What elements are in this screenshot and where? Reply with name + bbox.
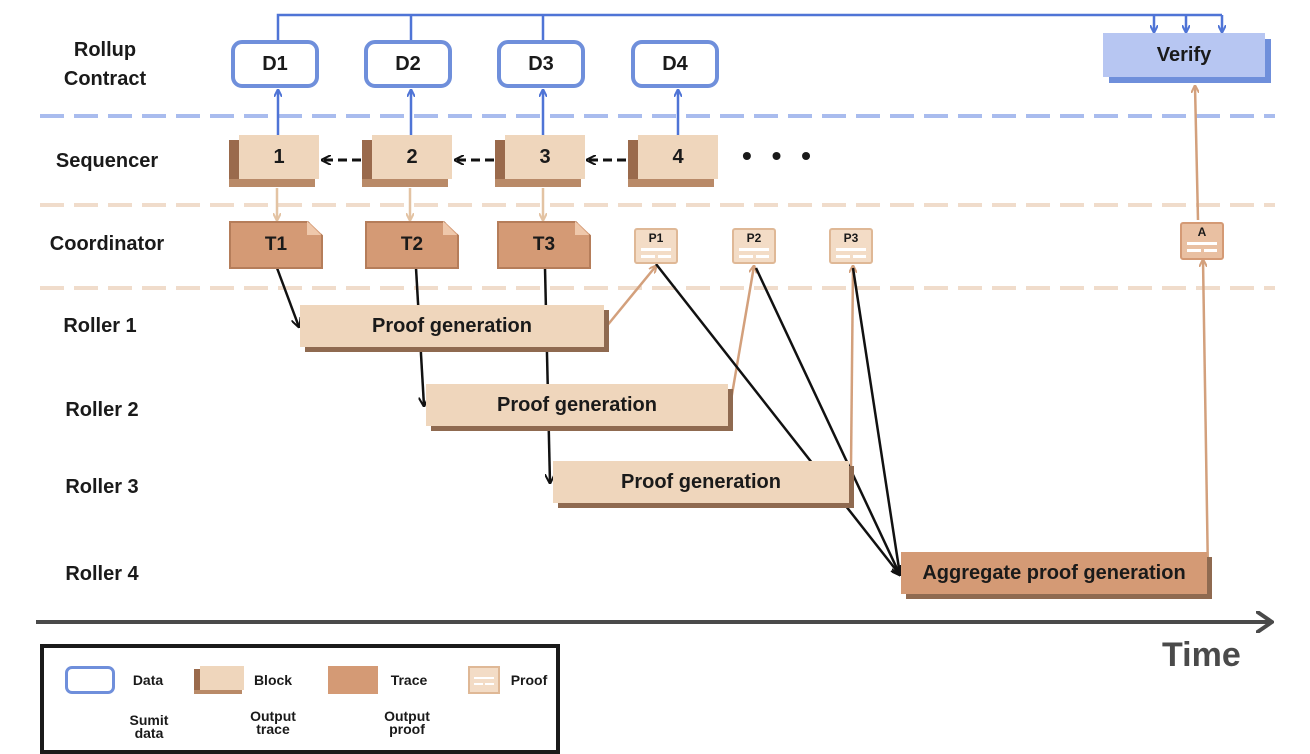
aggregate-arrow-3 [851, 267, 900, 575]
rollup-diagram: Rollup Contract Sequencer Coordinator Ro… [36, 13, 1275, 754]
legend-output-proof-label: Output proof [384, 708, 430, 737]
aggregate-arrow-2 [754, 267, 900, 575]
data-bus [276, 13, 1222, 40]
data-box-d3: D3 [497, 40, 585, 88]
lane-label-coordinator: Coordinator [49, 233, 165, 255]
aggregate-proof-a: A [1180, 222, 1224, 260]
data-box-d2: D2 [364, 40, 452, 88]
block-2: 2 [362, 135, 452, 187]
lane-label-roller4: Roller 4 [65, 563, 139, 585]
legend-trace-swatch [328, 666, 378, 694]
verify-arrow [1195, 86, 1200, 221]
roller1-task: Proof generation [300, 305, 604, 347]
time-axis-label: Time [1162, 636, 1241, 674]
proof-arrow-3 [851, 266, 853, 467]
aggregate-output-arrow [1203, 260, 1210, 576]
lane-label-sequencer: Sequencer [55, 150, 159, 172]
proof-arrow-2 [728, 266, 754, 407]
more-blocks-ellipsis: • • • [742, 140, 817, 171]
block-1: 1 [229, 135, 319, 187]
lane-label-roller1: Roller 1 [63, 315, 137, 337]
legend-trace-label: Trace [390, 672, 428, 688]
legend: Data Block Trace Proof Sumit data Output… [40, 644, 560, 754]
proof-p1: P1 [634, 228, 678, 264]
data-box-d4: D4 [631, 40, 719, 88]
legend-block-swatch [194, 666, 244, 694]
block-3: 3 [495, 135, 585, 187]
legend-data-swatch [65, 666, 115, 694]
lane-label-rollup: Rollup Contract [63, 39, 147, 90]
dispatch-arrow-1 [275, 267, 299, 327]
legend-submit-label: Sumit data [129, 712, 169, 741]
proof-p2: P2 [732, 228, 776, 264]
aggregate-arrow-1 [655, 263, 900, 575]
lane-label-roller3: Roller 3 [65, 476, 139, 498]
lane-label-roller2: Roller 2 [65, 399, 139, 421]
proof-arrow-1 [605, 266, 656, 328]
dispatch-arrow-3 [543, 267, 550, 483]
roller4-task: Aggregate proof generation [901, 552, 1207, 594]
legend-proof-label: Proof [510, 672, 548, 688]
roller2-task: Proof generation [426, 384, 728, 426]
proof-p3: P3 [829, 228, 873, 264]
legend-block-label: Block [253, 672, 293, 688]
verify-box: Verify [1103, 33, 1265, 77]
diagram-connectors [36, 13, 1275, 734]
block-4: 4 [628, 135, 718, 187]
legend-data-label: Data [132, 672, 164, 688]
legend-output-trace-label: Output trace [250, 708, 296, 737]
roller3-task: Proof generation [553, 461, 849, 503]
data-box-d1: D1 [231, 40, 319, 88]
legend-proof-swatch [468, 666, 500, 694]
